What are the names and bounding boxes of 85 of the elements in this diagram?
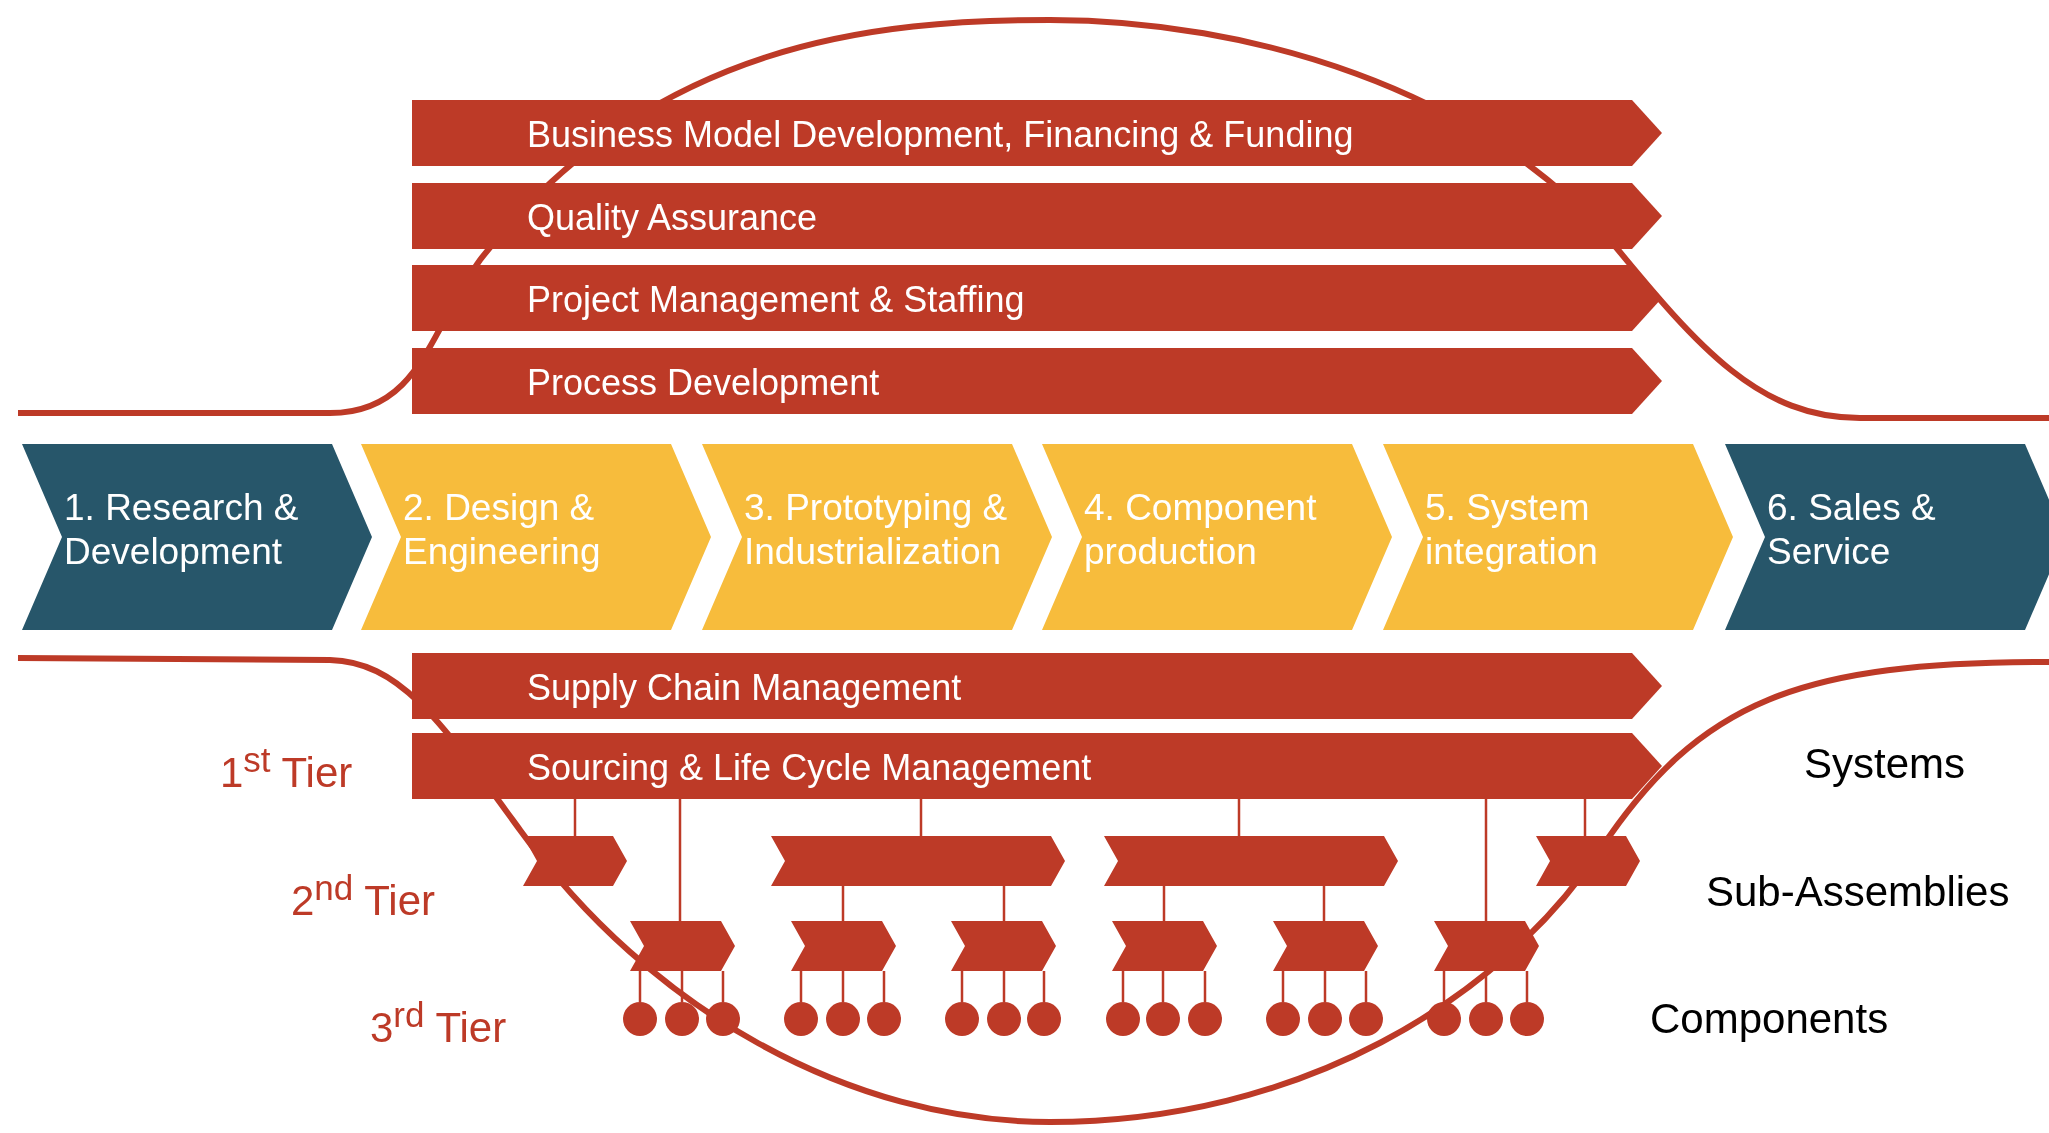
- stage-label: 1. Research & Development: [64, 486, 300, 575]
- connector-line: [1002, 886, 1006, 921]
- component-block: [1112, 921, 1217, 971]
- component-block: [1273, 921, 1378, 971]
- connector-line: [960, 971, 964, 1002]
- stage-band: [1042, 444, 1392, 630]
- stage-label: 2. Design & Engineering: [403, 486, 602, 575]
- connector-line: [1322, 886, 1326, 921]
- connector-line: [680, 971, 684, 1002]
- arrow-label: Sourcing & Life Cycle Management: [527, 746, 1092, 790]
- subassembly-block: [1536, 836, 1640, 886]
- component-dot: [784, 1002, 818, 1036]
- component-dot: [665, 1002, 699, 1036]
- connector-line: [919, 799, 923, 836]
- connector-line: [1203, 971, 1207, 1002]
- component-dot: [867, 1002, 901, 1036]
- subassembly-block: [1104, 836, 1398, 886]
- connector-line: [1281, 971, 1285, 1002]
- tier-label: 2$^{nd}$ Tier: [291, 868, 435, 925]
- component-dot: [945, 1002, 979, 1036]
- component-block: [951, 921, 1056, 971]
- arrow-label: Quality Assurance: [527, 196, 818, 240]
- component-dot: [987, 1002, 1021, 1036]
- connector-line: [841, 886, 845, 921]
- stage-label: 4. Component production: [1084, 486, 1318, 575]
- connector-line: [1484, 799, 1488, 921]
- connector-line: [1442, 971, 1446, 1002]
- connector-line: [841, 971, 845, 1002]
- connector-line: [638, 971, 642, 1002]
- component-dot: [1188, 1002, 1222, 1036]
- arrow-label: Business Model Development, Financing & Funding: [527, 113, 1354, 157]
- connector-line: [1121, 971, 1125, 1002]
- component-dot: [1266, 1002, 1300, 1036]
- stage-band: [361, 444, 711, 630]
- connector-line: [1161, 971, 1165, 1002]
- stage-label: 5. System integration: [1425, 486, 1599, 575]
- component-dot: [1469, 1002, 1503, 1036]
- connector-line: [1364, 971, 1368, 1002]
- process-band: [412, 183, 1662, 249]
- component-dot: [1106, 1002, 1140, 1036]
- connector-line: [1583, 799, 1587, 836]
- connector-line: [721, 971, 725, 1002]
- stage-label: 6. Sales & Service: [1767, 486, 1937, 575]
- connector-line: [882, 971, 886, 1002]
- connector-line: [1162, 886, 1166, 921]
- arrow-label: Project Management & Staffing: [527, 278, 1025, 322]
- process-band: [412, 733, 1662, 799]
- component-block: [630, 921, 735, 971]
- stage-label: 3. Prototyping & Industrialization: [744, 486, 1009, 575]
- component-block: [791, 921, 896, 971]
- process-band: [412, 100, 1662, 166]
- component-dot: [1510, 1002, 1544, 1036]
- process-band: [412, 348, 1662, 414]
- connector-line: [1042, 971, 1046, 1002]
- level-label: Sub-Assemblies: [1706, 868, 2010, 916]
- process-band: [412, 653, 1662, 719]
- component-dot: [1427, 1002, 1461, 1036]
- connector-line: [799, 971, 803, 1002]
- level-label: Components: [1650, 995, 1889, 1043]
- stage-band: [1383, 444, 1733, 630]
- component-dot: [1146, 1002, 1180, 1036]
- stage-band: [1725, 444, 2049, 630]
- component-dot: [826, 1002, 860, 1036]
- component-dot: [623, 1002, 657, 1036]
- connector-line: [1237, 799, 1241, 836]
- component-block: [1434, 921, 1539, 971]
- tier-label: 1$^{st}$ Tier: [220, 740, 353, 797]
- component-dot: [706, 1002, 740, 1036]
- connector-line: [573, 799, 577, 836]
- tier-label: 3$^{rd}$ Tier: [370, 995, 507, 1052]
- arrow-label: Supply Chain Management: [527, 666, 962, 710]
- connector-line: [1323, 971, 1327, 1002]
- component-dot: [1308, 1002, 1342, 1036]
- component-dot: [1027, 1002, 1061, 1036]
- connector-line: [678, 799, 682, 921]
- level-label: Systems: [1804, 740, 1966, 788]
- process-band: [412, 265, 1662, 331]
- stage-band: [22, 444, 372, 630]
- subassembly-block: [771, 836, 1065, 886]
- arrow-label: Process Development: [527, 361, 880, 405]
- connector-line: [1002, 971, 1006, 1002]
- connector-line: [1525, 971, 1529, 1002]
- subassembly-block: [523, 836, 627, 886]
- stage-band: [702, 444, 1052, 630]
- component-dot: [1349, 1002, 1383, 1036]
